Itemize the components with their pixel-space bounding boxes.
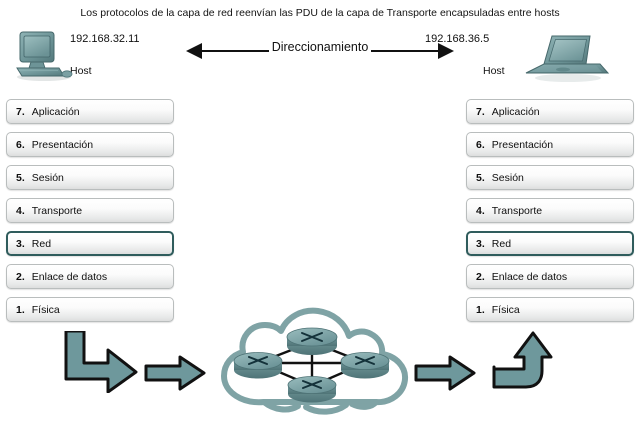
layer-box-7[interactable]: 7. Aplicación — [466, 99, 634, 124]
layer-name: Transporte — [491, 204, 543, 217]
layer-number: 2. — [476, 270, 485, 283]
layer-name: Aplicación — [31, 105, 80, 118]
layer-box-2[interactable]: 2. Enlace de datos — [466, 264, 634, 289]
layer-number: 4. — [16, 204, 25, 217]
layer-name: Sesión — [491, 171, 524, 184]
layer-box-5[interactable]: 5. Sesión — [6, 165, 174, 190]
page-title: Los protocolos de la capa de red reenvía… — [80, 7, 560, 19]
layer-box-3-network-highlighted[interactable]: 3. Red — [6, 231, 174, 256]
layer-number: 3. — [476, 237, 485, 250]
layer-name: Enlace de datos — [31, 270, 108, 283]
left-osi-layer-stack: 7. Aplicación 6. Presentación 5. Sesión … — [6, 99, 174, 330]
right-osi-layer-stack: 7. Aplicación 6. Presentación 5. Sesión … — [466, 99, 634, 330]
router-right-icon — [340, 352, 390, 379]
left-host-ip-label: 192.168.32.11 — [70, 33, 140, 45]
layer-number: 6. — [16, 138, 25, 151]
desktop-computer-icon — [14, 30, 76, 87]
layer-name: Presentación — [491, 138, 554, 151]
double-headed-horizontal-arrow-icon — [186, 38, 454, 64]
right-host-ip-label: 192.168.36.5 — [425, 33, 490, 45]
layer-box-7[interactable]: 7. Aplicación — [6, 99, 174, 124]
layer-number: 2. — [16, 270, 25, 283]
layer-number: 5. — [476, 171, 485, 184]
layer-number: 3. — [16, 237, 25, 250]
layer-name: Red — [31, 237, 52, 250]
elbow-arrow-right-up-icon — [492, 331, 554, 398]
layer-box-6[interactable]: 6. Presentación — [6, 132, 174, 157]
router-bottom-icon — [287, 376, 337, 403]
layer-number: 4. — [476, 204, 485, 217]
layer-name: Presentación — [31, 138, 94, 151]
layer-number: 5. — [16, 171, 25, 184]
arrow-right-icon — [414, 355, 476, 396]
layer-number: 1. — [16, 303, 25, 316]
layer-name: Sesión — [31, 171, 64, 184]
layer-box-3-network-highlighted[interactable]: 3. Red — [466, 231, 634, 256]
layer-box-6[interactable]: 6. Presentación — [466, 132, 634, 157]
layer-box-5[interactable]: 5. Sesión — [466, 165, 634, 190]
laptop-computer-icon — [516, 33, 614, 88]
router-top-icon — [286, 327, 338, 355]
layer-name: Aplicación — [491, 105, 540, 118]
layer-box-2[interactable]: 2. Enlace de datos — [6, 264, 174, 289]
layer-box-4[interactable]: 4. Transporte — [6, 198, 174, 223]
elbow-arrow-down-right-icon — [58, 329, 140, 398]
layer-name: Enlace de datos — [491, 270, 568, 283]
layer-box-1[interactable]: 1. Física — [466, 297, 634, 322]
layer-number: 6. — [476, 138, 485, 151]
arrow-right-icon — [144, 355, 206, 396]
layer-number: 7. — [476, 105, 485, 118]
left-host-label: Host — [70, 65, 92, 77]
layer-name: Red — [491, 237, 512, 250]
right-host-label: Host — [483, 65, 505, 77]
router-left-icon — [233, 352, 283, 379]
layer-number: 7. — [16, 105, 25, 118]
layer-box-4[interactable]: 4. Transporte — [466, 198, 634, 223]
network-cloud-icon — [202, 306, 438, 417]
layer-name: Transporte — [31, 204, 83, 217]
layer-name: Física — [491, 303, 520, 316]
layer-name: Física — [31, 303, 60, 316]
layer-box-1[interactable]: 1. Física — [6, 297, 174, 322]
layer-number: 1. — [476, 303, 485, 316]
